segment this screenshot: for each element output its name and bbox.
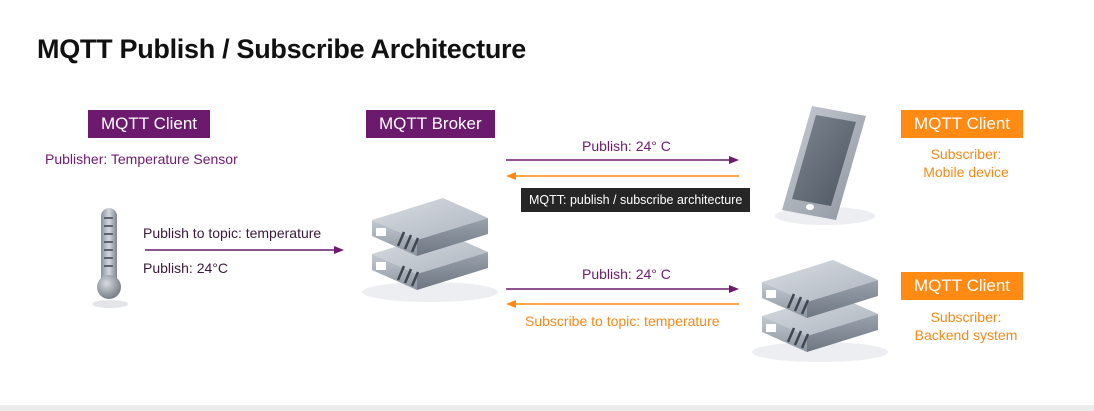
backend-subscribe-label: Subscribe to topic: temperature bbox=[525, 313, 720, 329]
mobile-client-tag: MQTT Client bbox=[901, 110, 1024, 138]
publisher-client-tag: MQTT Client bbox=[88, 110, 211, 138]
footer-divider bbox=[0, 405, 1094, 411]
thermometer-icon bbox=[92, 208, 128, 308]
backend-role-line2: Backend system bbox=[914, 327, 1018, 343]
broker-server-icon bbox=[362, 198, 498, 302]
publisher-role-label: Publisher: Temperature Sensor bbox=[45, 151, 238, 167]
mobile-subscribe-arrow-icon bbox=[506, 172, 739, 180]
publish-topic-label: Publish to topic: temperature bbox=[143, 225, 322, 241]
mobile-publish-label: Publish: 24° C bbox=[582, 138, 671, 154]
backend-role-line1: Subscriber: bbox=[930, 309, 1002, 325]
backend-publish-arrow-icon bbox=[506, 285, 739, 293]
publish-arrow-icon bbox=[145, 246, 344, 254]
page-title: MQTT Publish / Subscribe Architecture bbox=[37, 34, 526, 64]
backend-client-tag: MQTT Client bbox=[901, 272, 1024, 300]
publish-value-label: Publish: 24°C bbox=[143, 260, 228, 276]
mobile-role-line1: Subscriber: bbox=[930, 146, 1002, 162]
backend-server-icon bbox=[752, 260, 888, 362]
broker-tag: MQTT Broker bbox=[366, 110, 495, 138]
mobile-publish-arrow-icon bbox=[506, 156, 739, 164]
mobile-phone-icon bbox=[775, 106, 875, 225]
backend-subscribe-arrow-icon bbox=[506, 300, 739, 308]
backend-publish-label: Publish: 24° C bbox=[582, 266, 671, 282]
mobile-role-line2: Mobile device bbox=[923, 164, 1009, 180]
image-tooltip: MQTT: publish / subscribe architecture bbox=[521, 188, 751, 212]
